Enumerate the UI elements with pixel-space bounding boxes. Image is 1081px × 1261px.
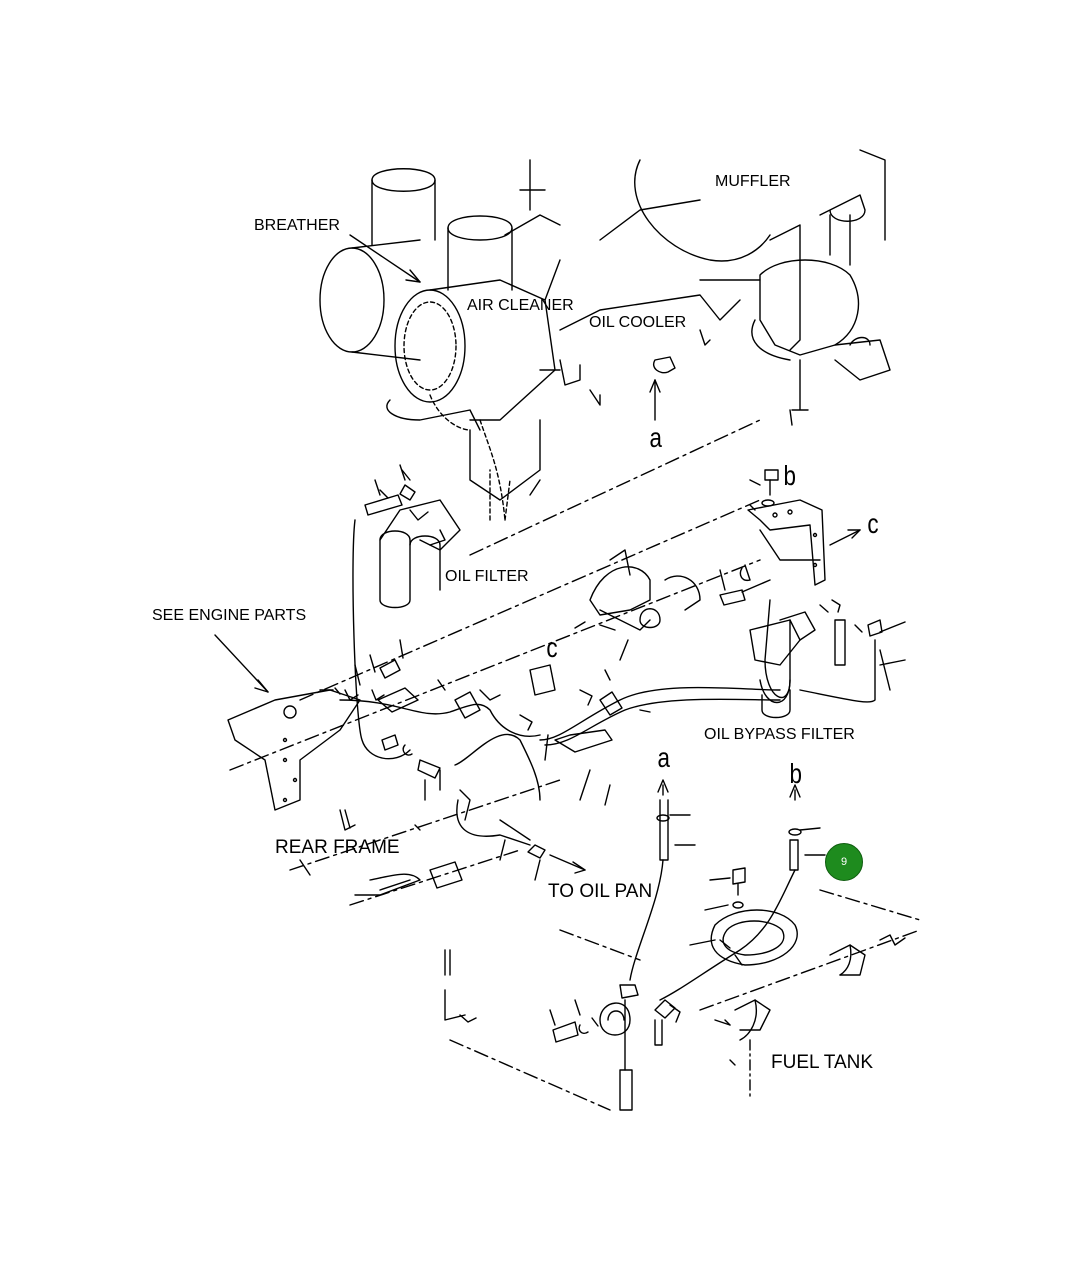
connection-letter-c-mid: c	[546, 632, 558, 663]
fuel-tank-parts	[444, 779, 906, 1111]
oil-filter	[352, 469, 461, 760]
engine-outline	[371, 149, 891, 411]
label-see-engine-parts: SEE ENGINE PARTS	[152, 607, 307, 624]
hoses	[339, 686, 781, 874]
frame-dash-lines	[229, 419, 921, 1111]
mid-bracket	[529, 549, 701, 696]
connection-letter-a-top: a	[649, 422, 663, 453]
connection-letter-a-bottom: a	[657, 742, 671, 773]
label-air-cleaner: AIR CLEANER	[467, 297, 574, 314]
label-muffler: MUFFLER	[715, 173, 791, 190]
label-oil-bypass-filter: OIL BYPASS FILTER	[704, 726, 855, 743]
connection-letter-c-right: c	[867, 508, 879, 539]
label-oil-filter: OIL FILTER	[445, 568, 529, 585]
connection-letter-b-bottom: b	[789, 758, 803, 789]
label-rear-frame: REAR FRAME	[275, 837, 400, 858]
see-engine-parts-bracket	[227, 659, 441, 811]
label-fuel-tank: FUEL TANK	[771, 1052, 874, 1073]
label-breather: BREATHER	[254, 217, 340, 234]
callout-9-hotspot[interactable]: 9	[825, 843, 863, 881]
connection-letter-b-top: b	[783, 460, 797, 491]
oil-bypass-bracket	[719, 409, 906, 719]
label-to-oil-pan: TO OIL PAN	[548, 881, 653, 902]
leader-lines	[214, 234, 661, 693]
label-oil-cooler: OIL COOLER	[589, 314, 687, 331]
air-cleaner	[319, 239, 561, 521]
small-leaders	[354, 464, 826, 1026]
rear-frame	[299, 809, 463, 896]
